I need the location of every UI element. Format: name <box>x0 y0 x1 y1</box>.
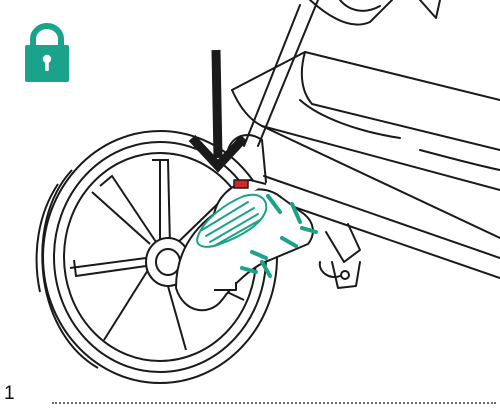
press-down-arrow-icon <box>192 50 244 166</box>
lock-icon <box>25 26 69 82</box>
dotted-rule <box>52 402 496 404</box>
step-number: 1 <box>4 383 15 405</box>
